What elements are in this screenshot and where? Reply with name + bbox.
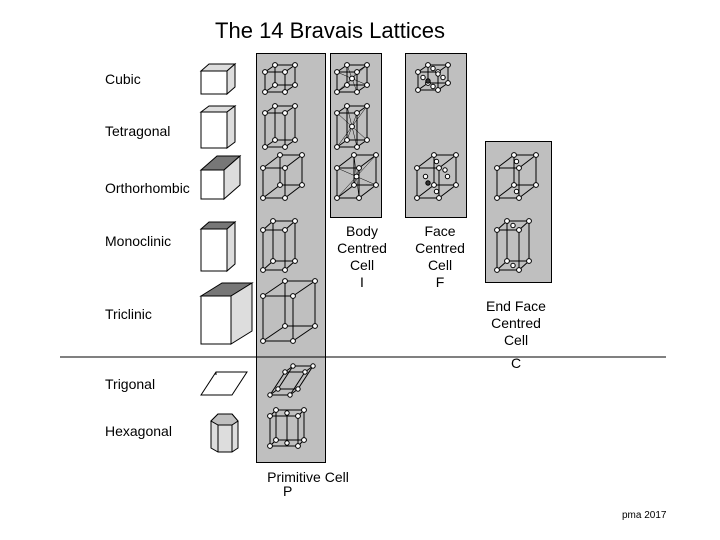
tetragonal-solid-icon [199,105,237,149]
lattice-cells [260,62,539,449]
monoclinic-end-centred-cell [494,218,532,273]
end-face-centred-label: End Face Centred Cell C [460,298,572,372]
triclinic-primitive-cell [260,278,318,344]
orthorhombic-face-centred-cell [414,152,459,201]
end-face-centred-symbol: C [510,355,522,371]
body-centred-label: Body Centred Cell I [330,223,394,291]
row-label-trigonal: Trigonal [105,376,156,392]
hexagonal-primitive-cell [267,407,307,449]
orthorhombic-primitive-cell [260,152,305,201]
primitive-symbol: P [283,483,293,499]
hexagonal-solid-icon [210,413,239,453]
row-label-cubic: Cubic [105,71,141,87]
orthorhombic-solid-icon [199,154,242,201]
face-centred-symbol: F [435,274,445,290]
row-label-tetragonal: Tetragonal [105,123,171,139]
cubic-body-centred-cell [334,62,370,95]
trigonal-solid-icon [200,371,248,396]
row-label-monoclinic: Monoclinic [105,233,172,249]
row-label-orthorhombic: Orthorhombic [105,180,190,196]
orthorhombic-end-centred-cell [494,152,539,201]
primitive-cell-label: Primitive Cell P [253,470,363,498]
monoclinic-solid-icon [199,220,237,273]
trigonal-primitive-cell [267,363,316,398]
body-centred-symbol: I [360,274,364,290]
monoclinic-primitive-cell [260,218,298,273]
tetragonal-body-centred-cell [334,103,370,150]
footer-credit: pma 2017 [622,510,667,521]
tetragonal-primitive-cell [262,103,298,150]
row-label-triclinic: Triclinic [105,306,152,322]
cubic-solid-icon [199,62,237,96]
orthorhombic-body-centred-cell [334,152,379,201]
cubic-face-centred-cell [415,62,451,93]
cubic-primitive-cell [262,62,298,95]
row-label-hexagonal: Hexagonal [105,423,172,439]
page-title: The 14 Bravais Lattices [215,18,445,43]
face-centred-label: Face Centred Cell F [408,223,472,291]
triclinic-solid-icon [199,282,254,345]
